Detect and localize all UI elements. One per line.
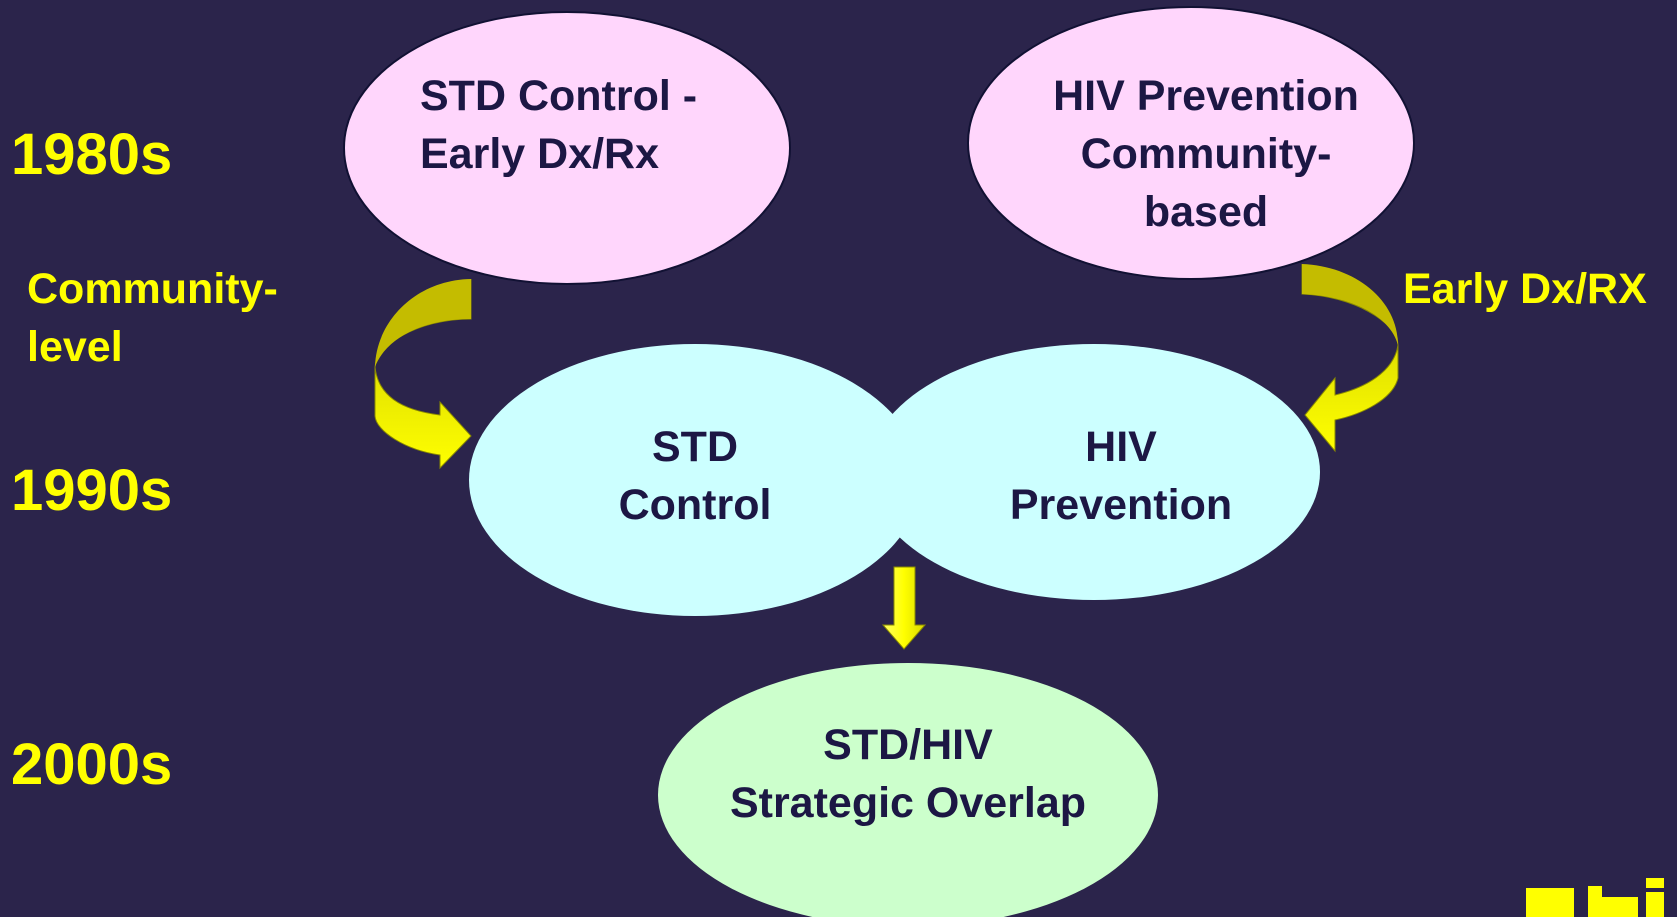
decade-1990s: 1990s	[11, 458, 173, 523]
oval-text-hiv-prevention-1980s-line-3: based	[1143, 188, 1269, 236]
oval-text-std-control-1990s: STD Control	[560, 418, 830, 534]
oval-text-strategic-overlap-2000s-line-2: Strategic Overlap	[729, 779, 1087, 827]
logo-corner-icon	[1526, 878, 1664, 917]
oval-text-hiv-prevention-1990s: HIV Prevention	[976, 418, 1266, 534]
oval-text-hiv-prevention-1990s-line-1: HIV	[1085, 423, 1157, 471]
oval-text-hiv-prevention-1980s-line-2: Community-	[1080, 130, 1332, 178]
label-community-level-line-2: level	[27, 323, 123, 371]
oval-text-std-control-1980s: STD Control - Early Dx/Rx	[420, 67, 760, 183]
label-community-level: Community- level	[27, 260, 278, 376]
label-community-level-line-1: Community-	[27, 265, 278, 313]
oval-text-std-control-1990s-line-2: Control	[618, 481, 772, 529]
oval-text-hiv-prevention-1980s-line-1: HIV Prevention	[1053, 72, 1359, 120]
down-arrow-icon	[881, 566, 927, 650]
oval-text-strategic-overlap-2000s-line-1: STD/HIV	[823, 721, 993, 769]
oval-text-hiv-prevention-1980s: HIV Prevention Community- based	[1016, 67, 1396, 241]
decade-1980s: 1980s	[11, 122, 173, 187]
oval-text-strategic-overlap-2000s: STD/HIV Strategic Overlap	[688, 716, 1128, 832]
oval-hiv-prevention-1990s	[868, 344, 1320, 600]
curved-arrow-left-upper	[375, 279, 471, 367]
oval-std-control-1990s	[469, 344, 921, 616]
oval-text-std-control-1980s-line-1: STD Control -	[420, 72, 698, 120]
oval-text-std-control-1990s-line-1: STD	[652, 423, 738, 471]
curved-arrow-right-upper	[1302, 264, 1398, 345]
oval-text-hiv-prevention-1990s-line-2: Prevention	[1009, 481, 1233, 529]
decade-2000s: 2000s	[11, 732, 173, 797]
label-early-dx-rx: Early Dx/RX	[1403, 265, 1647, 313]
oval-strategic-overlap-2000s	[658, 663, 1158, 917]
oval-hiv-prevention-1980s	[967, 6, 1415, 280]
oval-std-control-1980s	[343, 11, 791, 285]
oval-text-std-control-1980s-line-2: Early Dx/Rx	[420, 130, 660, 178]
